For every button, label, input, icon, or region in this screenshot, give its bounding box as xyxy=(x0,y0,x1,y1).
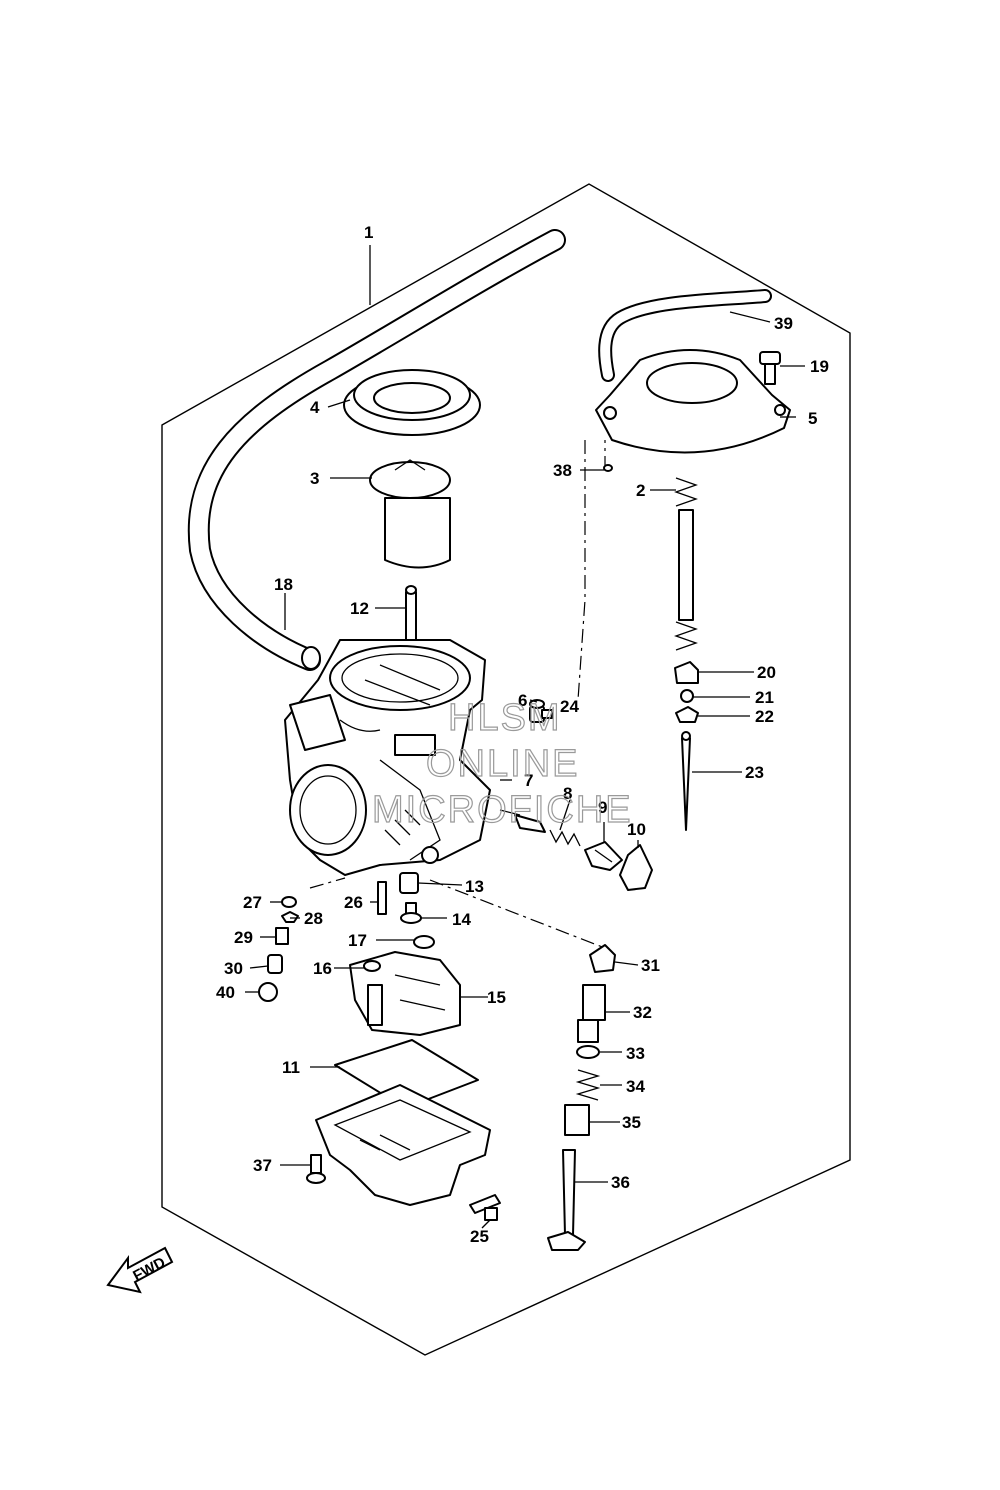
callout-16: 16 xyxy=(313,959,332,978)
callout-17: 17 xyxy=(348,931,367,950)
callout-35: 35 xyxy=(622,1113,641,1132)
cap-10 xyxy=(619,844,653,891)
cap-screw xyxy=(759,351,781,385)
callout-27: 27 xyxy=(243,893,262,912)
watermark-line-1: HLSM xyxy=(448,697,562,739)
spring-8 xyxy=(549,829,581,847)
callout-32: 32 xyxy=(633,1003,652,1022)
callout-13: 13 xyxy=(465,877,484,896)
callout-15: 15 xyxy=(487,988,506,1007)
callout-2: 2 xyxy=(636,481,645,500)
carburetor-body xyxy=(284,639,491,876)
screw-25 xyxy=(469,1194,501,1221)
watermark-line-3: MICROFICHE xyxy=(372,789,633,831)
callout-31: 31 xyxy=(641,956,660,975)
callout-6: 6 xyxy=(518,691,527,710)
callout-21: 21 xyxy=(755,688,774,707)
callout-24: 24 xyxy=(560,697,579,716)
callout-18: 18 xyxy=(274,575,293,594)
small-oring xyxy=(603,464,613,472)
callout-37: 37 xyxy=(253,1156,272,1175)
carb-rod xyxy=(405,585,417,663)
callout-11: 11 xyxy=(282,1058,300,1077)
callout-10: 10 xyxy=(627,820,646,839)
callout-5: 5 xyxy=(808,409,817,428)
callout-14: 14 xyxy=(452,910,471,929)
float-cover xyxy=(349,951,461,1036)
screw-37 xyxy=(306,1154,326,1184)
fwd-arrow: FWD xyxy=(106,1246,174,1294)
jet-parts-13-14 xyxy=(399,872,422,924)
needle-and-spring xyxy=(674,477,698,831)
callout-22: 22 xyxy=(755,707,774,726)
callout-34: 34 xyxy=(626,1077,645,1096)
float-bowl xyxy=(315,1084,491,1206)
choke-fittings xyxy=(529,699,553,723)
callout-19: 19 xyxy=(810,357,829,376)
small-parts-left xyxy=(258,881,387,1002)
callout-29: 29 xyxy=(234,928,253,947)
callout-labels: 1 2 3 4 5 6 7 8 9 10 11 12 13 14 15 16 1… xyxy=(216,223,829,1246)
callout-33: 33 xyxy=(626,1044,645,1063)
leader-lines xyxy=(245,245,805,1229)
watermark-line-2: ONLINE xyxy=(426,743,579,785)
callout-28: 28 xyxy=(304,909,323,928)
callout-39: 39 xyxy=(774,314,793,333)
callout-36: 36 xyxy=(611,1173,630,1192)
callout-4: 4 xyxy=(310,398,320,417)
callout-38: 38 xyxy=(553,461,572,480)
plunger xyxy=(499,809,546,833)
assembly-boundary xyxy=(161,183,851,1356)
top-cap xyxy=(595,349,791,454)
callout-20: 20 xyxy=(757,663,776,682)
callout-30: 30 xyxy=(224,959,243,978)
piston-slide xyxy=(369,459,451,569)
callout-23: 23 xyxy=(745,763,764,782)
callout-9: 9 xyxy=(598,798,607,817)
callout-8: 8 xyxy=(563,784,572,803)
needle-retainers xyxy=(674,661,699,723)
fuel-hose xyxy=(187,229,566,671)
callout-12: 12 xyxy=(350,599,369,618)
vent-hose xyxy=(598,289,772,382)
callout-1: 1 xyxy=(364,223,373,242)
callout-25: 25 xyxy=(470,1227,489,1246)
oring-17 xyxy=(413,935,435,949)
diaphragm xyxy=(343,369,481,436)
callout-40: 40 xyxy=(216,983,235,1002)
callout-3: 3 xyxy=(310,469,319,488)
callout-26: 26 xyxy=(344,893,363,912)
watermark: HLSM ONLINE MICROFICHE xyxy=(371,696,633,831)
nut-9 xyxy=(584,841,623,871)
callout-7: 7 xyxy=(524,771,533,790)
right-column-parts xyxy=(547,944,616,1251)
